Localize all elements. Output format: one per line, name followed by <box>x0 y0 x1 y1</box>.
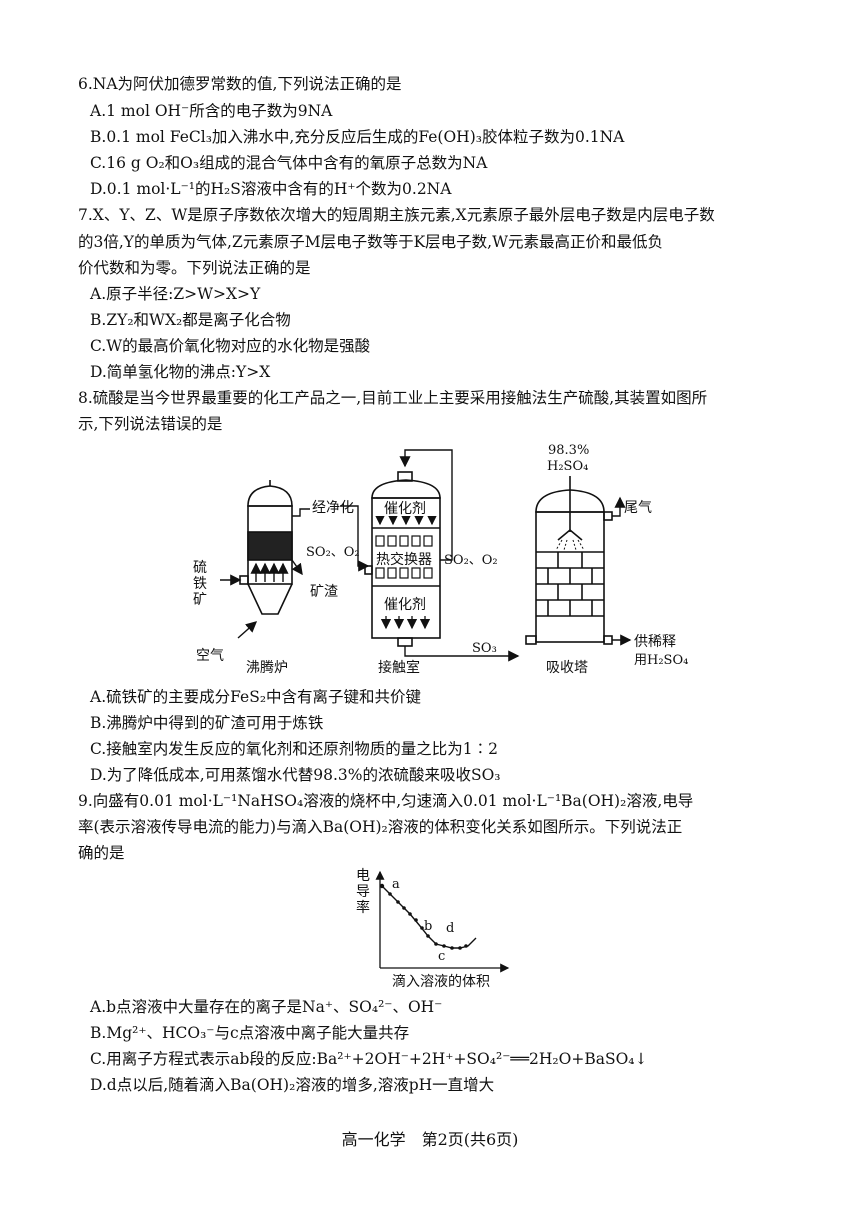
q8-option-b: B.沸腾炉中得到的矿渣可用于炼铁 <box>90 714 324 732</box>
label-pyrite-2: 铁 <box>193 576 207 592</box>
absorption-tower <box>525 476 613 645</box>
point-b: b <box>424 919 432 934</box>
q9-stem-line1: 9.向盛有0.01 mol·L⁻¹NaHSO₄溶液的烧杯中,匀速滴入0.01 m… <box>78 792 694 810</box>
q9-option-d: D.d点以后,随着滴入Ba(OH)₂溶液的增多,溶液pH一直增大 <box>90 1076 495 1094</box>
q8-option-a: A.硫铁矿的主要成分FeS₂中含有离子键和共价键 <box>90 688 422 706</box>
q6-option-c: C.16 g O₂和O₃组成的混合气体中含有的氧原子总数为NA <box>90 154 488 172</box>
y-label-3: 率 <box>356 899 370 916</box>
sulfuric-acid-plant-diagram: 硫 铁 矿 空气 沸腾炉 矿渣 经净化 SO₂、O₂ <box>193 443 688 676</box>
q9-option-a: A.b点溶液中大量存在的离子是Na⁺、SO₄²⁻、OH⁻ <box>90 998 443 1016</box>
point-a: a <box>392 877 400 892</box>
y-label-2: 导 <box>356 884 370 900</box>
conductivity-curve <box>381 885 477 949</box>
point-c: c <box>438 949 445 964</box>
label-catalyst-bottom: 催化剂 <box>384 597 426 613</box>
q9-option-b: B.Mg²⁺、HCO₃⁻与c点溶液中离子能大量共存 <box>90 1024 410 1042</box>
heat-exchanger-tubes <box>375 535 433 579</box>
q9-stem-line3: 确的是 <box>78 844 125 862</box>
q6-stem: 6.NA为阿伏加德罗常数的值,下列说法正确的是 <box>78 75 402 93</box>
label-for-dilution-2: 用H₂SO₄ <box>634 653 688 668</box>
q7-stem-line2: 的3倍,Y的单质为气体,Z元素原子M层电子数等于K层电子数,W元素最高正价和最低… <box>78 233 664 251</box>
contact-chamber <box>364 471 441 647</box>
label-heat-exchanger: 热交换器 <box>376 551 432 568</box>
q8-stem-line2: 示,下列说法错误的是 <box>78 415 223 433</box>
furnace-up-arrows <box>250 562 289 582</box>
x-label: 滴入溶液的体积 <box>392 973 490 990</box>
page-footer: 高一化学 第2页(共6页) <box>341 1130 519 1149</box>
label-so3: SO₃ <box>472 641 497 656</box>
label-tail-gas: 尾气 <box>624 500 652 516</box>
boiling-furnace <box>239 480 293 615</box>
y-label-1: 电 <box>356 868 370 884</box>
q9-option-c: C.用离子方程式表示ab段的反应:Ba²⁺+2OH⁻+2H⁺+SO₄²⁻══2H… <box>90 1050 648 1068</box>
q8-option-c: C.接触室内发生反应的氧化剂和还原剂物质的量之比为1∶2 <box>90 740 498 758</box>
q6-option-a: A.1 mol OH⁻所含的电子数为9NA <box>90 102 333 120</box>
label-air: 空气 <box>196 648 224 664</box>
label-boiling-furnace: 沸腾炉 <box>246 659 288 676</box>
label-contact-chamber: 接触室 <box>378 659 420 676</box>
spray-lines <box>555 539 585 551</box>
q7-stem-line3: 价代数和为零。下列说法正确的是 <box>78 259 311 277</box>
label-so2-o2-left: SO₂、O₂ <box>306 545 360 560</box>
label-pyrite-1: 硫 <box>193 560 207 576</box>
label-slag: 矿渣 <box>310 584 338 600</box>
q8-option-d: D.为了降低成本,可用蒸馏水代替98.3%的浓硫酸来吸收SO₃ <box>90 766 501 784</box>
label-catalyst-top: 催化剂 <box>384 501 426 517</box>
conductivity-graph: 电 导 率 a b c d 滴入溶液的体积 <box>356 868 510 990</box>
q8-stem-line1: 8.硫酸是当今世界最重要的化工产品之一,目前工业上主要采用接触法生产硫酸,其装置… <box>78 389 708 407</box>
q7-option-a: A.原子半径:Z>W>X>Y <box>90 285 261 303</box>
label-acid-concentration: 98.3% <box>548 443 589 458</box>
label-acid-name: H₂SO₄ <box>547 459 588 474</box>
q7-option-d: D.简单氢化物的沸点:Y>X <box>90 363 271 381</box>
label-for-dilution-1: 供稀释 <box>634 634 676 650</box>
curve-points <box>379 883 468 950</box>
label-absorption-tower: 吸收塔 <box>546 660 588 676</box>
q7-option-b: B.ZY₂和WX₂都是离子化合物 <box>90 311 291 329</box>
point-d: d <box>446 921 454 936</box>
label-purified: 经净化 <box>312 500 354 516</box>
q7-stem-line1: 7.X、Y、Z、W是原子序数依次增大的短周期主族元素,X元素原子最外层电子数是内… <box>78 206 715 224</box>
q6-option-d: D.0.1 mol·L⁻¹的H₂S溶液中含有的H⁺个数为0.2NA <box>90 180 452 198</box>
q7-option-c: C.W的最高价氧化物对应的水化物是强酸 <box>90 337 371 355</box>
label-pyrite-3: 矿 <box>193 592 207 608</box>
label-so2-o2-right: SO₂、O₂ <box>444 553 498 568</box>
q6-option-b: B.0.1 mol FeCl₃加入沸水中,充分反应后生成的Fe(OH)₃胶体粒子… <box>90 128 625 146</box>
q9-stem-line2: 率(表示溶液传导电流的能力)与滴入Ba(OH)₂溶液的体积变化关系如图所示。下列… <box>78 818 683 836</box>
